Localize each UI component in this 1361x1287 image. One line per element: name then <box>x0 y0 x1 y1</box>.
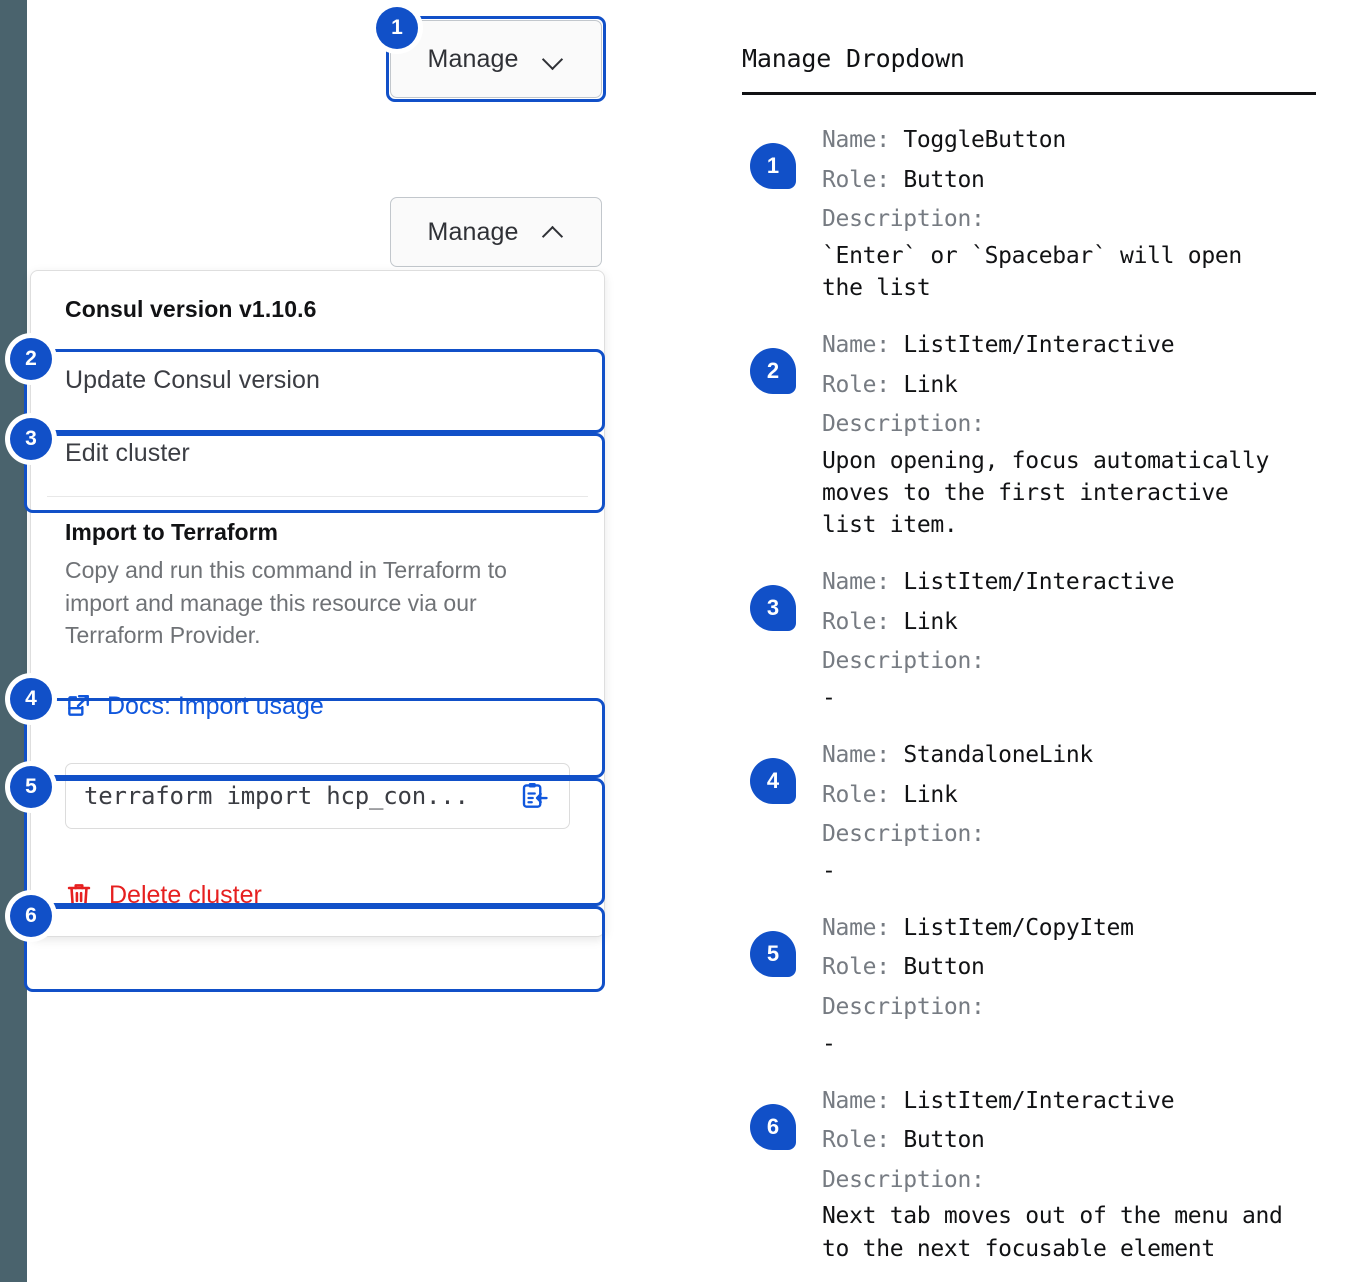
legend-label-name: Name: <box>822 127 890 153</box>
menu-divider <box>47 496 588 497</box>
legend-label-role: Role: <box>822 371 890 398</box>
legend-value-role: Button <box>903 1127 985 1154</box>
legend-value-description: - <box>822 1030 836 1057</box>
legend-label-name: Name: <box>822 1087 890 1114</box>
legend-label-description: Description: <box>822 206 985 233</box>
legend-value-role: Button <box>903 954 985 981</box>
legend-value-role: Button <box>903 166 985 193</box>
legend-row: 3 Name: ListItem/Interactive Role: Link … <box>742 563 1342 714</box>
legend-value-role: Link <box>903 608 958 635</box>
legend-entry-3: Name: ListItem/Interactive Role: Link De… <box>822 563 1342 714</box>
legend-value-description: - <box>822 857 836 884</box>
annotation-badge-6: 6 <box>10 895 52 937</box>
legend-label-name: Name: <box>822 569 890 596</box>
annotation-badge-3: 3 <box>10 418 52 460</box>
legend-entry-4: Name: StandaloneLink Role: Link Descript… <box>822 736 1342 887</box>
legend-entry-6: Name: ListItem/Interactive Role: Button … <box>822 1082 1342 1265</box>
legend-badge-3: 3 <box>750 585 796 632</box>
legend-row: 5 Name: ListItem/CopyItem Role: Button D… <box>742 909 1342 1060</box>
legend-row: 4 Name: StandaloneLink Role: Link Descri… <box>742 736 1342 887</box>
terraform-command-text: terraform import hcp_con... <box>84 781 469 810</box>
manage-dropdown-menu: Consul version v1.10.6 Update Consul ver… <box>30 270 605 937</box>
legend-row: 6 Name: ListItem/Interactive Role: Butto… <box>742 1082 1342 1265</box>
annotation-badge-2: 2 <box>10 338 52 380</box>
legend-value-role: Link <box>903 371 958 398</box>
legend-value-description: Next tab moves out of the menu and to th… <box>822 1203 1283 1262</box>
legend-badge-4: 4 <box>750 758 796 805</box>
legend-label-name: Name: <box>822 742 890 769</box>
legend-value-name: ListItem/Interactive <box>903 569 1175 596</box>
annotation-badge-1: 1 <box>376 7 418 49</box>
legend-label-role: Role: <box>822 166 890 193</box>
dropdown-screenshot-pane: Manage Manage Consul version v1.10.6 Upd… <box>10 0 687 1282</box>
chevron-up-icon <box>544 222 564 242</box>
legend-label-role: Role: <box>822 608 890 635</box>
legend-label-description: Description: <box>822 1166 985 1193</box>
manage-toggle-button-collapsed[interactable]: Manage <box>390 20 602 98</box>
manage-toggle-button-expanded[interactable]: Manage <box>390 197 602 267</box>
legend-panel: Manage Dropdown 1 Name: ToggleButton Rol… <box>742 0 1342 1287</box>
legend-title: Manage Dropdown <box>742 44 965 73</box>
copy-command-row: terraform import hcp_con... <box>31 741 604 859</box>
legend-value-name: ListItem/Interactive <box>903 332 1175 359</box>
legend-value-name: StandaloneLink <box>903 742 1093 769</box>
annotation-badge-4: 4 <box>10 678 52 720</box>
legend-value-name: ToggleButton <box>903 127 1066 153</box>
menu-item-delete-cluster[interactable]: Delete cluster <box>31 859 604 936</box>
legend-title-rule <box>742 92 1316 95</box>
trash-icon <box>67 884 91 908</box>
legend-badge-2: 2 <box>750 348 796 395</box>
legend-value-description: - <box>822 684 836 711</box>
legend-row: 2 Name: ListItem/Interactive Role: Link … <box>742 326 1342 541</box>
legend-label-role: Role: <box>822 781 890 808</box>
legend-item-list: 1 Name: ToggleButton Role: Button Descri… <box>742 121 1342 1265</box>
legend-label-name: Name: <box>822 332 890 359</box>
clipboard-copy-icon[interactable] <box>519 781 549 811</box>
legend-label-description: Description: <box>822 648 985 675</box>
consul-version-heading: Consul version v1.10.6 <box>65 296 317 322</box>
import-to-terraform-title: Import to Terraform <box>65 519 278 545</box>
chevron-down-icon <box>544 49 564 69</box>
legend-value-description: `Enter` or `Spacebar` will open the list <box>822 242 1242 301</box>
left-side-rail <box>0 0 27 1282</box>
legend-value-description: Upon opening, focus automatically moves … <box>822 447 1270 539</box>
legend-label-description: Description: <box>822 993 985 1020</box>
legend-label-role: Role: <box>822 954 890 981</box>
menu-item-update-consul-version[interactable]: Update Consul version <box>65 366 321 394</box>
import-to-terraform-description: Copy and run this command in Terraform t… <box>65 557 507 649</box>
delete-cluster-label: Delete cluster <box>109 880 262 909</box>
annotation-badge-5: 5 <box>10 766 52 808</box>
menu-item-docs-import-usage[interactable]: Docs: Import usage <box>31 672 604 741</box>
legend-entry-1: Name: ToggleButton Role: Button Descript… <box>822 121 1342 304</box>
legend-entry-5: Name: ListItem/CopyItem Role: Button Des… <box>822 909 1342 1060</box>
legend-row: 1 Name: ToggleButton Role: Button Descri… <box>742 121 1342 304</box>
legend-badge-6: 6 <box>750 1103 796 1150</box>
legend-value-role: Link <box>903 781 958 808</box>
legend-label-description: Description: <box>822 821 985 848</box>
terraform-command-field[interactable]: terraform import hcp_con... <box>65 762 570 829</box>
legend-entry-2: Name: ListItem/Interactive Role: Link De… <box>822 326 1342 541</box>
menu-item-edit-cluster[interactable]: Edit cluster <box>65 439 190 467</box>
external-link-icon <box>68 695 89 717</box>
legend-value-name: ListItem/CopyItem <box>903 914 1134 941</box>
legend-badge-5: 5 <box>750 930 796 977</box>
legend-value-name: ListItem/Interactive <box>903 1087 1175 1114</box>
legend-badge-1: 1 <box>750 143 796 189</box>
manage-toggle-label-expanded: Manage <box>427 217 519 246</box>
docs-import-usage-label: Docs: Import usage <box>107 691 324 720</box>
legend-label-name: Name: <box>822 914 890 941</box>
legend-label-role: Role: <box>822 1127 890 1154</box>
legend-label-description: Description: <box>822 411 985 438</box>
manage-toggle-label: Manage <box>427 44 519 73</box>
